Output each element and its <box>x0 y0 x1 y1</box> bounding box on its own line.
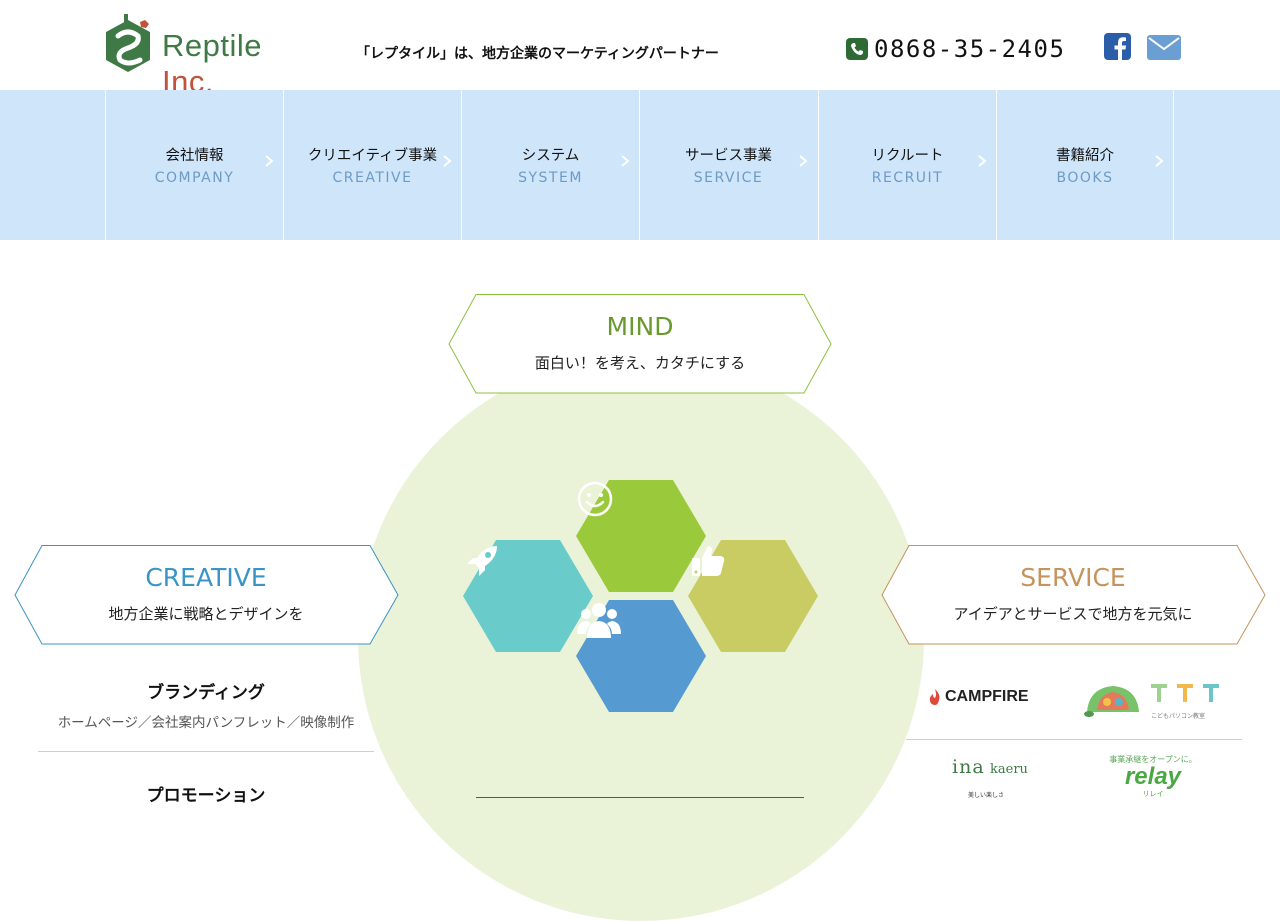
nav-item-company[interactable]: 会社情報 COMPANY <box>105 90 283 240</box>
logo-mark-icon <box>106 14 150 72</box>
service-label[interactable]: SERVICE アイデアとサービスで地方を元気に <box>881 545 1266 645</box>
mail-icon[interactable] <box>1147 35 1181 60</box>
mind-title: MIND <box>606 312 674 341</box>
chevron-right-icon <box>978 155 987 167</box>
service-item-title: プロモーション <box>146 786 266 806</box>
service-subtitle: アイデアとサービスで地方を元気に <box>953 605 1193 623</box>
divider <box>38 751 374 752</box>
relay-tagline: 事業承継をオープンに。 <box>1109 755 1197 764</box>
main-navigation: 会社情報 COMPANY クリエイティブ事業 CREATIVE システム SYS… <box>0 90 1280 240</box>
nav-item-en-label: COMPANY <box>154 170 235 186</box>
mind-label[interactable]: MIND 面白い！を考え、カタチにする <box>448 294 832 394</box>
creative-subtitle: 地方企業に戦略とデザインを <box>108 605 304 623</box>
nav-item-jp-label: リクルート <box>871 148 944 164</box>
logo-main-text: Reptile <box>162 28 262 63</box>
phone-icon <box>846 38 868 60</box>
users-icon <box>576 600 706 712</box>
concept-section: MIND 面白い！を考え、カタチにする CREATIVE 地方企業に戦略とデザイ… <box>0 240 1280 921</box>
flame-icon <box>929 689 940 705</box>
thumbs-up-icon <box>688 540 818 652</box>
chevron-right-icon <box>443 155 452 167</box>
nav-item-jp-label: システム <box>521 148 580 164</box>
nav-item-jp-label: 書籍紹介 <box>1056 148 1114 164</box>
ina-wordmark: ina <box>952 756 985 778</box>
ttt-logo[interactable]: こどもパソコン教室 <box>1083 682 1223 722</box>
ina-caption: 美しい楽しさ <box>968 792 1005 799</box>
nav-item-jp-label: 会社情報 <box>165 148 224 164</box>
nav-item-books[interactable]: 書籍紹介 BOOKS <box>996 90 1174 240</box>
phone-number: 0868-35-2405 <box>874 35 1066 63</box>
site-header: Reptile Inc. 「レプタイル」は、地方企業のマーケティングパートナー … <box>0 0 1280 99</box>
creative-hexagon[interactable] <box>463 540 593 652</box>
turtle-icon <box>1084 686 1139 717</box>
creative-title: CREATIVE <box>145 563 267 592</box>
creative-service-item[interactable]: ブランディング ホームページ／会社案内パンフレット／映像制作 <box>38 678 374 731</box>
team-hexagon[interactable] <box>576 600 706 712</box>
service-title: SERVICE <box>1020 563 1126 592</box>
nav-item-en-label: RECRUIT <box>871 170 944 186</box>
relay-logo[interactable]: 事業承継をオープンに。 relay リレイ <box>1108 754 1198 800</box>
creative-hex-frame <box>14 545 399 645</box>
mind-hexagon[interactable] <box>576 480 706 592</box>
nav-item-jp-label: サービス事業 <box>685 148 772 164</box>
ttt-caption: こどもパソコン教室 <box>1151 713 1206 720</box>
nav-item-en-label: CREATIVE <box>332 170 413 186</box>
chevron-right-icon <box>1155 155 1164 167</box>
facebook-icon[interactable] <box>1104 33 1131 60</box>
chevron-right-icon <box>621 155 630 167</box>
mind-hex-frame <box>448 294 832 394</box>
creative-label[interactable]: CREATIVE 地方企業に戦略とデザインを <box>14 545 399 645</box>
nav-item-jp-label: クリエイティブ事業 <box>307 148 438 164</box>
nav-item-en-label: SERVICE <box>693 170 764 186</box>
company-logo[interactable]: Reptile Inc. <box>98 14 320 99</box>
campfire-wordmark: CAMPFIRE <box>945 688 1029 705</box>
creative-service-item[interactable]: プロモーション <box>38 781 374 806</box>
phone-contact[interactable]: 0868-35-2405 <box>846 33 1065 65</box>
site-tagline: 「レプタイル」は、地方企業のマーケティングパートナー <box>356 46 719 62</box>
relay-kana: リレイ <box>1142 790 1164 798</box>
nav-item-recruit[interactable]: リクルート RECRUIT <box>818 90 996 240</box>
nav-item-en-label: SYSTEM <box>518 170 583 186</box>
kaeru-wordmark: kaeru <box>990 762 1028 777</box>
service-hex-frame <box>881 545 1266 645</box>
campfire-logo[interactable]: CAMPFIRE <box>929 688 1029 706</box>
smile-icon <box>576 480 706 592</box>
divider <box>906 739 1242 740</box>
ina-kaeru-logo[interactable]: ina kaeru 美しい楽しさ <box>952 754 1044 800</box>
nav-item-en-label: BOOKS <box>1056 170 1114 186</box>
ttt-letters-icon <box>1151 684 1219 702</box>
mind-subtitle: 面白い！を考え、カタチにする <box>534 354 746 372</box>
chevron-right-icon <box>265 155 274 167</box>
service-hexagon[interactable] <box>688 540 818 652</box>
rocket-icon <box>463 540 593 652</box>
service-item-desc: ホームページ／会社案内パンフレット／映像制作 <box>57 715 355 731</box>
nav-item-system[interactable]: システム SYSTEM <box>461 90 639 240</box>
nav-item-service[interactable]: サービス事業 SERVICE <box>639 90 817 240</box>
nav-item-creative[interactable]: クリエイティブ事業 CREATIVE <box>283 90 461 240</box>
team-label-frame <box>476 797 804 807</box>
relay-wordmark: relay <box>1124 763 1182 790</box>
service-item-title: ブランディング <box>147 683 265 703</box>
chevron-right-icon <box>799 155 808 167</box>
